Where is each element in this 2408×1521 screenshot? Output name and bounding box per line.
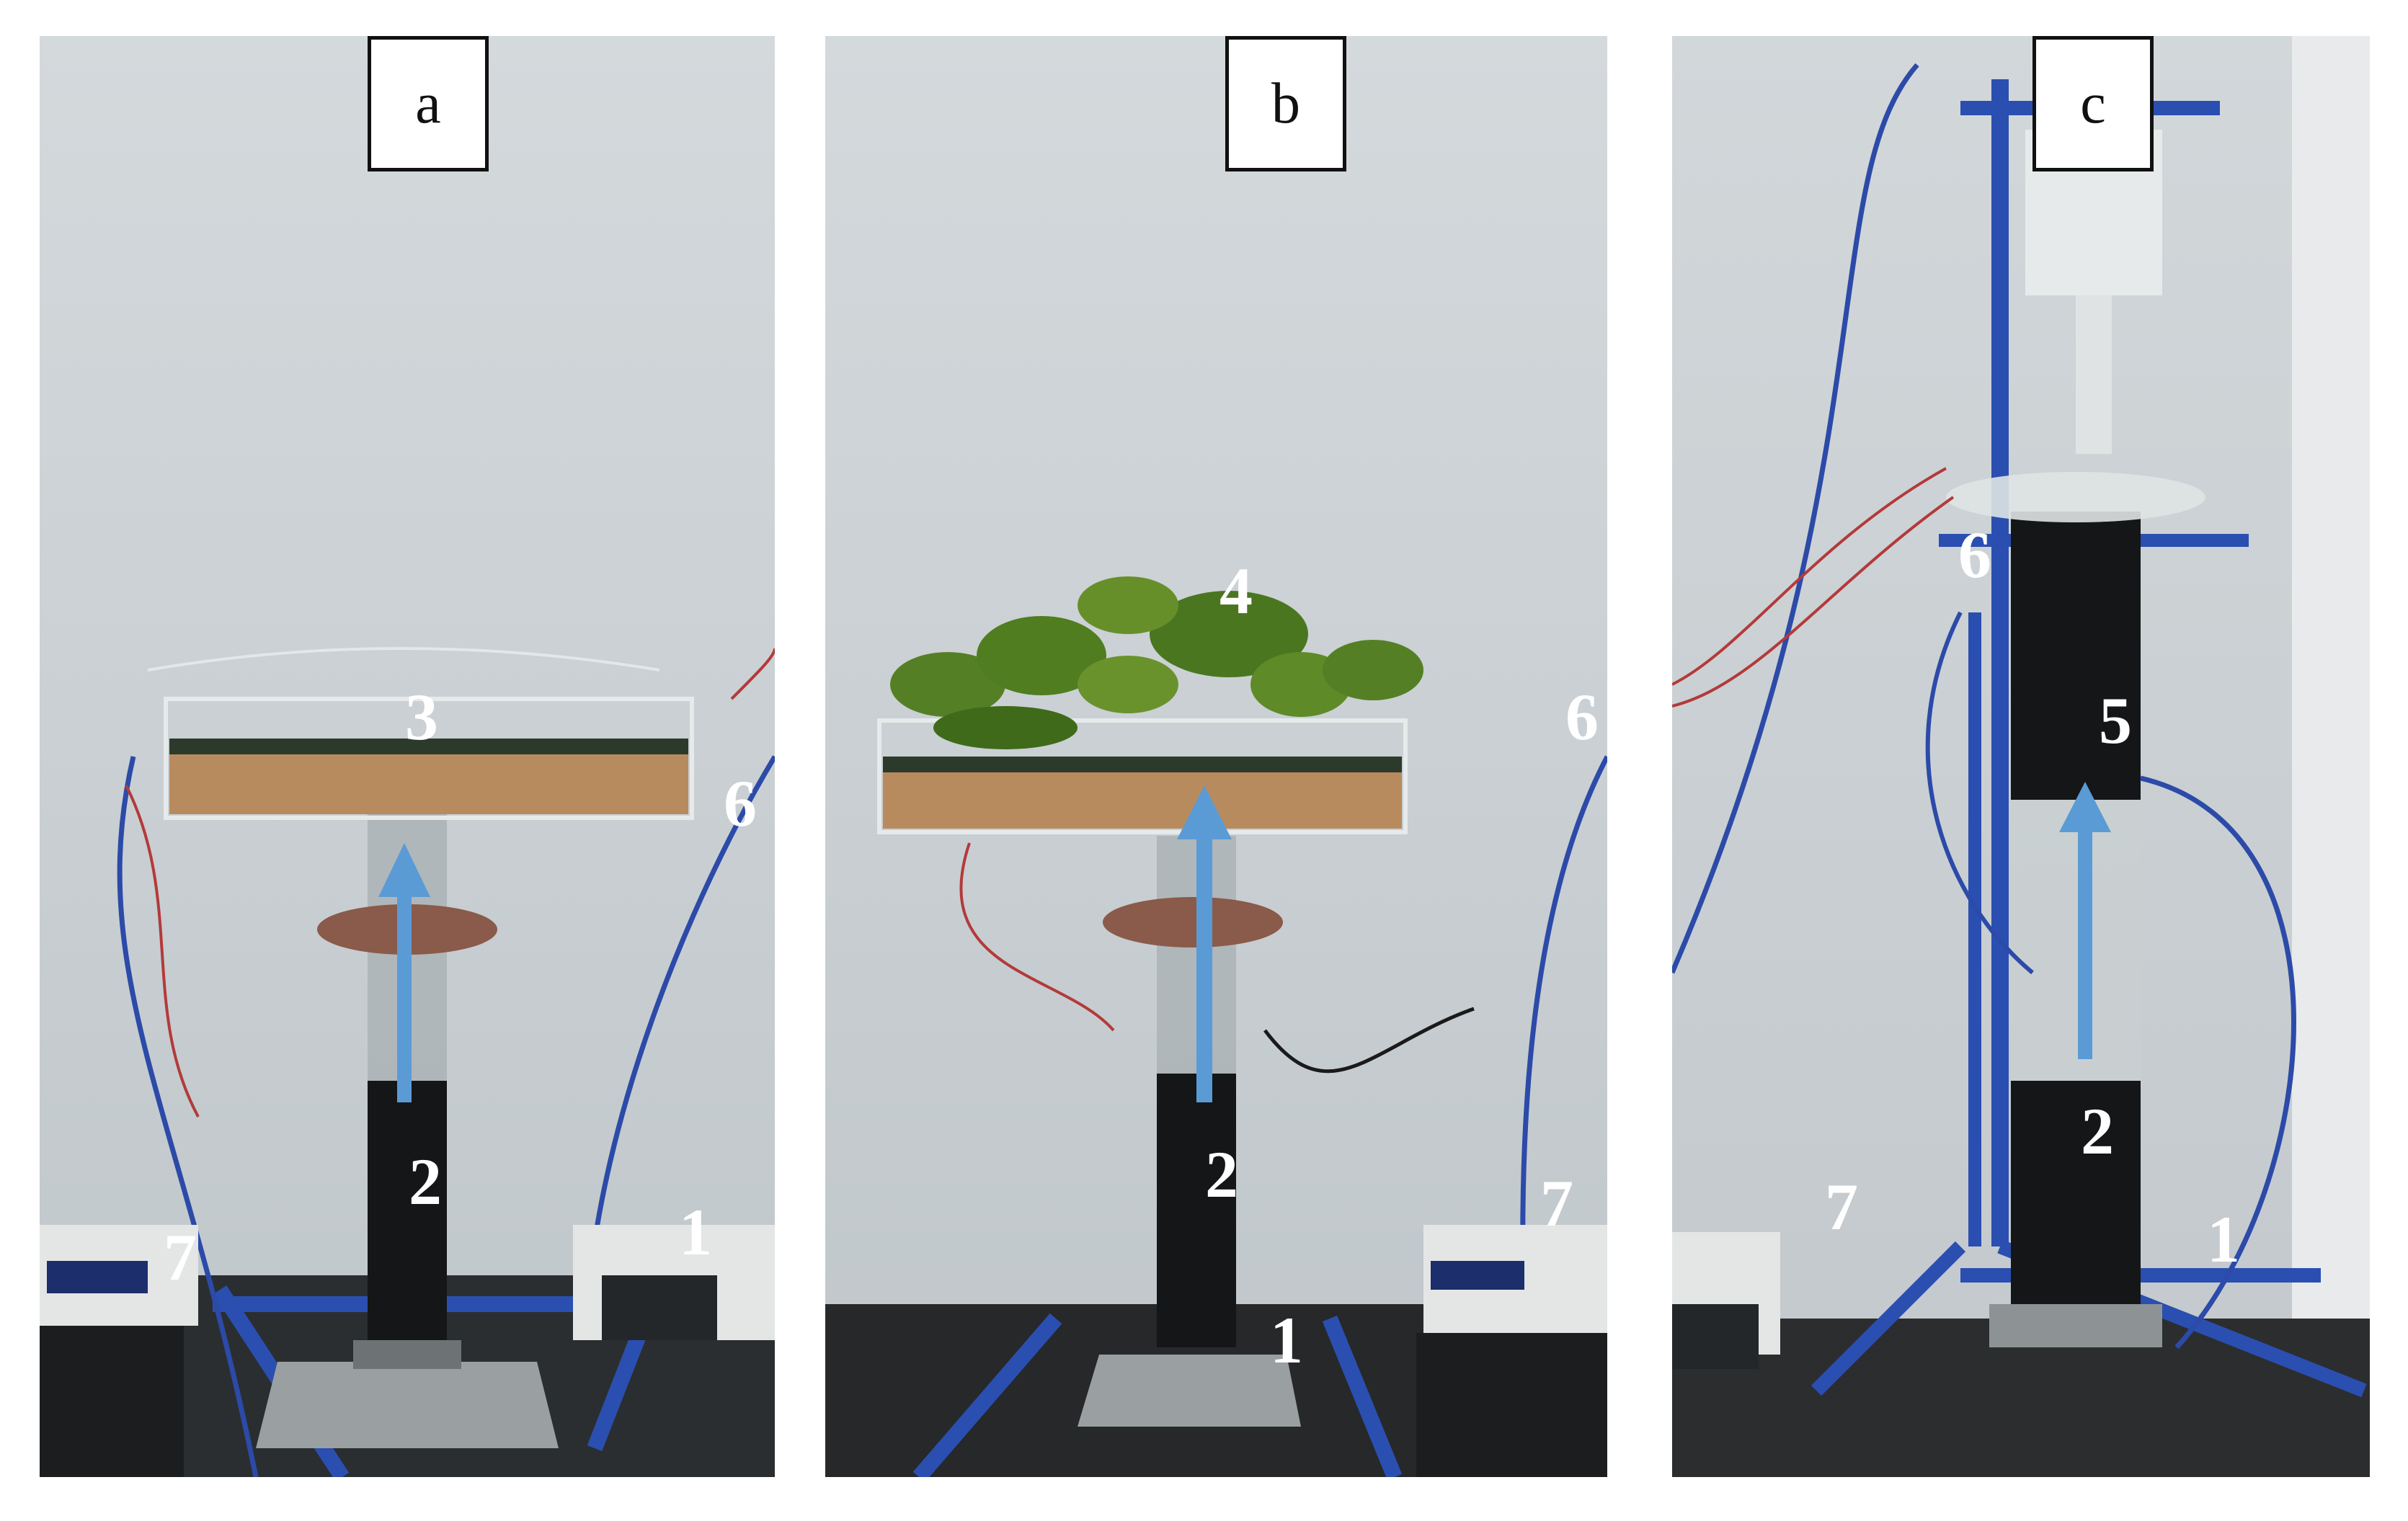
label-1-pump: 1 <box>1270 1303 1303 1377</box>
support-frame <box>912 1313 1403 1477</box>
tray-wall <box>877 718 1408 834</box>
red-wire <box>1672 467 1947 686</box>
wall-edge <box>2292 36 2370 1319</box>
pump-7-head <box>1416 1333 1607 1477</box>
blue-wire-right <box>585 755 775 1305</box>
red-wire <box>959 842 1115 1032</box>
top-plate <box>1946 472 2205 522</box>
panel-letter-b: b <box>1225 36 1346 171</box>
label-1-pump: 1 <box>2207 1203 2240 1276</box>
soil-strip <box>883 757 1402 772</box>
panel-b-scene <box>825 36 1607 1477</box>
panel-letter-a: a <box>368 36 489 171</box>
soil-strip <box>169 739 688 754</box>
label-7-pump: 7 <box>1825 1170 1858 1244</box>
connector-tube <box>2076 295 2112 454</box>
label-6-wires: 6 <box>1958 518 1991 592</box>
flow-arrow <box>1177 785 1232 1102</box>
flow-arrow <box>2059 782 2111 1059</box>
label-4-plants: 4 <box>1219 554 1253 628</box>
column-foot <box>1989 1304 2162 1347</box>
black-wire <box>1263 1007 1475 1074</box>
label-2-sediment: 2 <box>409 1145 442 1218</box>
sediment-column <box>1157 1074 1236 1347</box>
pump-7-display <box>47 1261 148 1293</box>
blue-wire-right <box>2140 775 2296 1350</box>
cover-film <box>147 647 660 672</box>
blue-wire <box>117 756 259 1477</box>
pump-7-head <box>1672 1304 1759 1369</box>
blue-wire-left <box>1672 63 1919 974</box>
panel-b-photo: b 4 6 2 7 1 <box>825 36 1607 1477</box>
sediment-column <box>368 1081 447 1355</box>
base-plate <box>256 1362 559 1448</box>
flange <box>1103 897 1283 947</box>
label-2-sediment: 2 <box>1205 1138 1238 1211</box>
panel-letter-c: c <box>2032 36 2154 171</box>
panel-a-scene <box>40 36 775 1477</box>
gravel-layer <box>169 749 688 814</box>
label-3-constructed-wetland: 3 <box>405 680 438 754</box>
label-6-wires: 6 <box>724 767 757 840</box>
panel-c-photo: c 6 5 2 7 1 <box>1672 36 2370 1477</box>
label-6-wires: 6 <box>1565 680 1599 754</box>
red-wire-2 <box>1672 496 1955 708</box>
label-7-pump: 7 <box>1540 1167 1573 1240</box>
label-7-pump: 7 <box>164 1221 197 1294</box>
label-5-cathode: 5 <box>2099 684 2132 757</box>
flow-arrow <box>378 843 430 1102</box>
wetland-plants <box>890 576 1423 749</box>
blue-wire-loop <box>1925 611 2034 975</box>
pump-7-head <box>40 1326 184 1477</box>
pump-1-head <box>602 1275 717 1340</box>
label-2-sediment: 2 <box>2081 1094 2114 1168</box>
panel-a-photo: a 3 6 2 7 1 <box>40 36 775 1477</box>
red-wire-top <box>730 648 775 700</box>
base-plate <box>1078 1355 1301 1427</box>
sediment-column <box>2011 1081 2141 1340</box>
label-1-pump: 1 <box>679 1195 712 1269</box>
cathode-layer <box>2011 512 2141 800</box>
red-wire <box>125 785 200 1118</box>
tray-wall <box>164 697 694 820</box>
column-foot <box>353 1340 461 1369</box>
gravel-layer <box>883 767 1402 829</box>
pump-7-display <box>1431 1261 1524 1290</box>
panel-c-scene <box>1672 36 2370 1477</box>
